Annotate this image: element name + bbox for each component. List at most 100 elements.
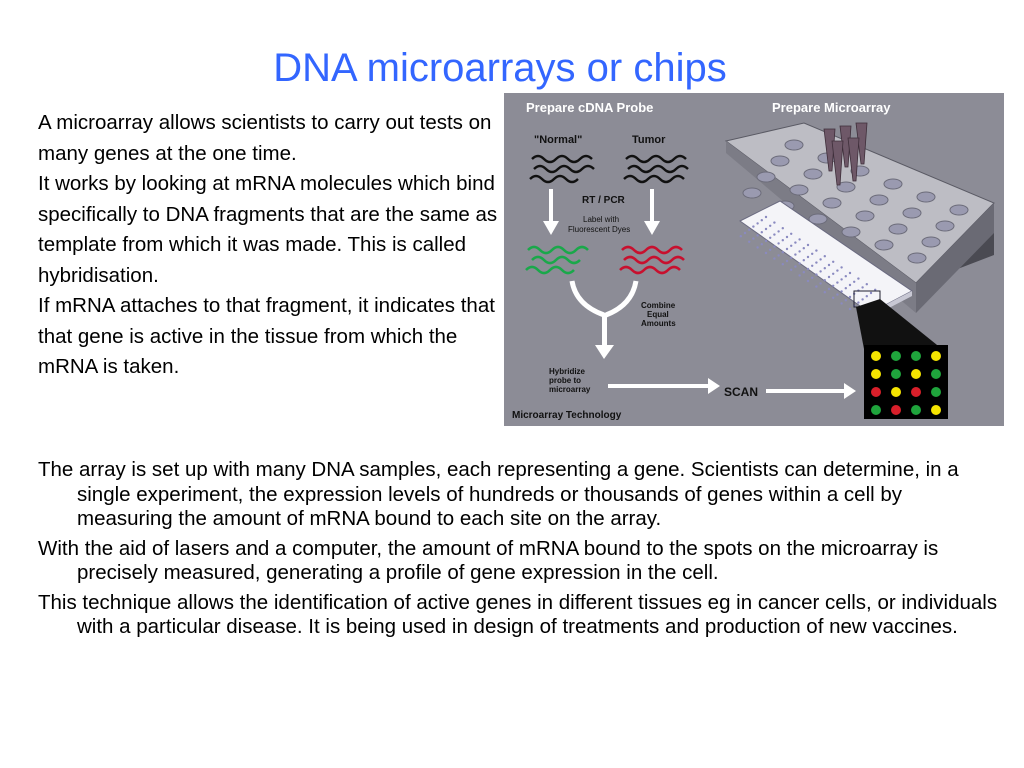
heading-prepare-microarray: Prepare Microarray <box>772 100 891 115</box>
slide-title: DNA microarrays or chips <box>273 46 727 90</box>
plate-well <box>907 252 927 264</box>
slide-spot <box>748 228 751 231</box>
slide-spot <box>756 222 759 225</box>
zoom-wedge <box>856 299 942 349</box>
slide-spot <box>832 260 835 263</box>
bottom-text-block: The array is set up with many DNA sample… <box>38 458 998 645</box>
slide-spot <box>832 272 835 275</box>
slide-spot <box>764 227 768 231</box>
bottom-paragraph-1: The array is set up with many DNA sample… <box>38 458 959 530</box>
slide-spot <box>815 285 818 288</box>
combine-funnel <box>569 280 639 318</box>
plate-well <box>803 168 823 180</box>
slide-spot <box>785 259 789 263</box>
slide-spot <box>857 301 860 304</box>
slide-spot <box>840 302 843 305</box>
slide-spot <box>798 274 801 277</box>
slide-spot <box>773 233 776 236</box>
slide-spot <box>785 247 789 251</box>
label-hybridize-line3: microarray <box>549 385 591 394</box>
slide-spot <box>806 243 810 247</box>
slide-spot <box>777 254 780 257</box>
slide-spot <box>790 244 793 247</box>
slide-spot <box>836 281 839 284</box>
slide-spot <box>840 278 843 281</box>
slide-spot <box>764 215 768 219</box>
slide-spot <box>823 267 826 270</box>
slide-spot <box>777 242 780 245</box>
expression-spot-red <box>891 405 901 415</box>
bottom-paragraph-2: With the aid of lasers and a computer, t… <box>38 536 939 585</box>
slide-spot <box>794 241 797 244</box>
plate-wells <box>742 139 969 264</box>
slide-spot <box>865 283 868 286</box>
slide-spot <box>819 282 822 285</box>
green-probe-strands <box>525 245 589 275</box>
combine-arrow <box>595 313 614 359</box>
slide-spot <box>857 277 860 280</box>
slide-spot <box>811 264 814 267</box>
slide-spot <box>769 236 772 239</box>
slide-spot <box>811 252 814 255</box>
slide-spot <box>760 243 763 246</box>
slide-spot <box>790 232 793 235</box>
slide-spot <box>790 256 793 259</box>
plate-well <box>789 184 809 196</box>
slide-spot <box>790 268 793 271</box>
expression-spot-green <box>871 405 881 415</box>
expression-spot-green <box>891 351 901 361</box>
slide-spot <box>819 270 822 273</box>
expression-spot-grid <box>864 345 948 419</box>
slide-spot <box>794 253 797 256</box>
slide-spot <box>823 279 826 282</box>
slide-spot <box>815 261 818 264</box>
slide-spot <box>848 295 852 299</box>
slide-spot <box>836 293 839 296</box>
expression-spot-yellow <box>871 369 881 379</box>
plate-well <box>836 181 856 193</box>
plate-well <box>756 171 776 183</box>
scan-arrows <box>608 378 856 399</box>
microarray-diagram: Prepare cDNA Probe Prepare Microarray "N… <box>504 93 1004 426</box>
slide-spot <box>773 245 776 248</box>
slide-spot <box>752 225 755 228</box>
expression-spot-green <box>911 351 921 361</box>
slide-spots <box>739 215 877 311</box>
left-paragraph-2: It works by looking at mRNA molecules wh… <box>38 172 498 287</box>
plate-well <box>902 207 922 219</box>
slide-spot <box>802 259 805 262</box>
plate-well <box>808 213 828 225</box>
slide-spot <box>798 250 801 253</box>
slide-spot <box>781 251 784 254</box>
slide-spot <box>760 219 763 222</box>
expression-spot-red <box>911 387 921 397</box>
left-text-block: A microarray allows scientists to carry … <box>38 108 498 383</box>
tumor-dna-strands <box>623 154 689 184</box>
plate-well <box>935 220 955 232</box>
slide-spot <box>848 307 852 311</box>
expression-spot-green <box>911 405 921 415</box>
slide-spot <box>811 276 814 279</box>
expression-spot-green <box>931 387 941 397</box>
label-normal: "Normal" <box>534 134 582 146</box>
down-arrows <box>543 189 660 235</box>
slide-spot <box>823 291 826 294</box>
heading-prepare-probe: Prepare cDNA Probe <box>526 100 653 115</box>
slide-spot <box>832 284 835 287</box>
plate-well <box>855 210 875 222</box>
slide-spot <box>769 224 772 227</box>
plate-well <box>822 197 842 209</box>
expression-spot-yellow <box>871 351 881 361</box>
slide-spot <box>840 290 843 293</box>
expression-spot-yellow <box>931 351 941 361</box>
slide-spot <box>869 291 873 295</box>
slide-spot <box>827 263 831 267</box>
slide-spot <box>739 235 742 238</box>
microarray-diagram-svg: Prepare cDNA Probe Prepare Microarray "N… <box>504 93 1004 426</box>
slide-spot <box>815 273 818 276</box>
label-scan: SCAN <box>724 385 758 399</box>
plate-well <box>949 204 969 216</box>
red-probe-strands <box>619 245 685 275</box>
plate-well <box>770 155 790 167</box>
slide-spot <box>844 299 847 302</box>
